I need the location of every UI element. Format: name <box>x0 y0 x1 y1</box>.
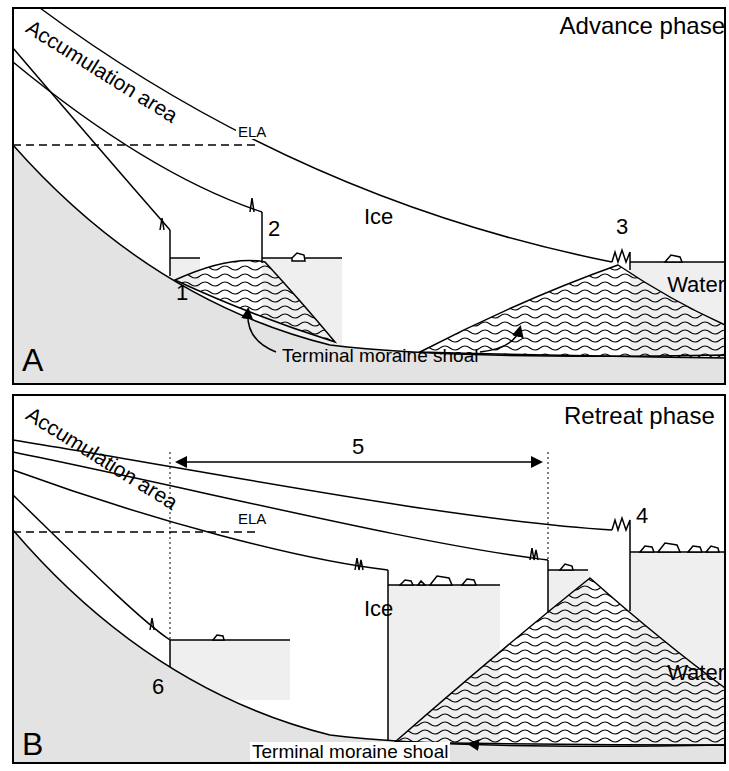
material-label: Water <box>667 662 725 684</box>
ela-label: ELA <box>236 511 268 526</box>
callout-number: 1 <box>176 282 188 304</box>
moraine-label: Terminal moraine shoal <box>250 742 450 761</box>
region-label: Accumulation area <box>23 403 182 513</box>
region-label: Accumulation area <box>23 16 182 126</box>
callout-number: 2 <box>266 218 282 240</box>
phase-title: Advance phase <box>560 14 725 38</box>
callout-number: 6 <box>152 676 164 698</box>
callout-number: 3 <box>614 216 630 238</box>
panel-a <box>13 8 725 384</box>
material-label: Water <box>667 274 725 296</box>
ela-label: ELA <box>236 124 268 139</box>
material-label: Ice <box>364 206 393 228</box>
callout-number: 5 <box>350 436 366 458</box>
phase-title: Retreat phase <box>564 404 715 428</box>
panel-letter: B <box>22 728 43 760</box>
callout-number: 4 <box>634 505 650 527</box>
material-label: Ice <box>364 598 393 620</box>
panel-letter: A <box>22 344 43 376</box>
panel-b <box>13 395 725 763</box>
moraine-label: Terminal moraine shoal <box>282 346 478 365</box>
